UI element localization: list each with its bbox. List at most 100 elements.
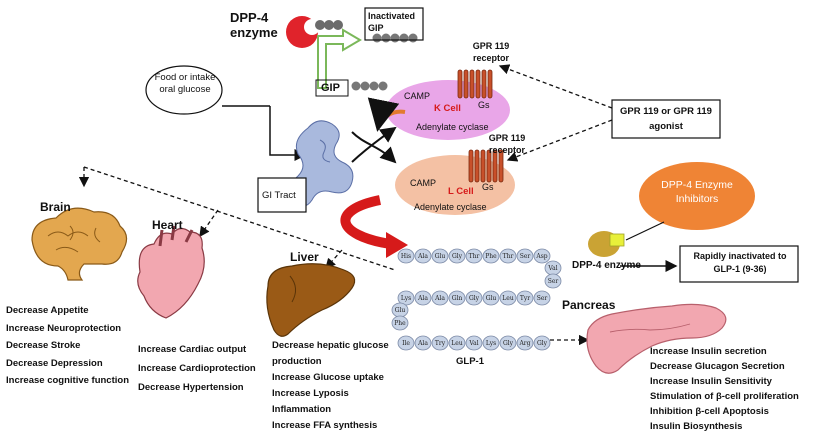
svg-text:Ala: Ala bbox=[434, 295, 445, 302]
svg-text:Ala: Ala bbox=[417, 295, 428, 302]
l-cell-gs: Gs bbox=[482, 182, 494, 192]
brain-effect: Decrease Stroke bbox=[6, 340, 81, 351]
svg-text:Ser: Ser bbox=[548, 278, 559, 285]
heart-icon bbox=[137, 225, 205, 319]
glp1-residue-gln: Gln bbox=[448, 290, 466, 306]
glp1-residue-ala: Ala bbox=[414, 248, 432, 264]
svg-text:Ala: Ala bbox=[417, 340, 428, 347]
rapid-box bbox=[679, 245, 799, 283]
inactivated-gip-chain bbox=[372, 33, 418, 43]
svg-text:Glu: Glu bbox=[435, 253, 446, 260]
brain-effect: Decrease Appetite bbox=[6, 305, 89, 316]
glp1-residue-thr: Thr bbox=[465, 248, 483, 264]
agonist-box bbox=[611, 99, 721, 139]
food-ellipse bbox=[145, 65, 223, 115]
inactivated-gip-box bbox=[364, 7, 424, 41]
svg-text:Ser: Ser bbox=[537, 295, 548, 302]
glp1-residue-ser: Ser bbox=[544, 273, 562, 289]
gi-tract-box bbox=[257, 177, 307, 213]
glp1-label: GLP-1 bbox=[456, 356, 484, 367]
pancreas-effect: Decrease Glucagon Secretion bbox=[650, 361, 785, 372]
glp1-residue-val: Val bbox=[465, 335, 483, 351]
glp1-residue-phe: Phe bbox=[482, 248, 500, 264]
liver-title: Liver bbox=[290, 250, 319, 264]
glp1-residue-leu: Leu bbox=[499, 290, 517, 306]
glp1-residue-gly: Gly bbox=[533, 335, 551, 351]
k-cell-camp: CAMP bbox=[404, 91, 431, 101]
svg-text:Arg: Arg bbox=[518, 340, 530, 347]
inhibitors-label: DPP-4 Enzyme Inhibitors bbox=[661, 179, 733, 205]
liver-effect: Increase Glucose uptake bbox=[272, 372, 384, 383]
svg-text:Tyr: Tyr bbox=[520, 295, 530, 302]
gpr-top-label: GPR 119 receptor bbox=[472, 41, 510, 63]
k-cell-gs: Gs bbox=[478, 100, 490, 110]
svg-text:Gln: Gln bbox=[452, 295, 463, 302]
pancreas-effect: Increase Insulin Sensitivity bbox=[650, 376, 772, 387]
pancreas-effect: Stimulation of β-cell proliferation bbox=[650, 391, 799, 402]
svg-text:Gly: Gly bbox=[469, 295, 480, 302]
svg-text:Gly: Gly bbox=[503, 340, 514, 347]
svg-text:Asp: Asp bbox=[535, 253, 547, 260]
heart-effect: Increase Cardioprotection bbox=[138, 363, 256, 374]
brain-effect: Increase cognitive function bbox=[6, 375, 129, 386]
brain-effects-list: Decrease Appetite Increase Neuroprotecti… bbox=[6, 302, 129, 390]
gpr-mid-label: GPR 119 receptor bbox=[488, 133, 526, 155]
svg-text:Try: Try bbox=[435, 340, 446, 347]
svg-text:Thr: Thr bbox=[469, 253, 480, 260]
glp1-residue-ser: Ser bbox=[516, 248, 534, 264]
liver-effect: Increase FFA synthesis bbox=[272, 420, 378, 431]
pancreas-effect: Inhibition β-cell Apoptosis bbox=[650, 406, 769, 417]
l-cell-camp: CAMP bbox=[410, 178, 437, 188]
glp1-residue-thr: Thr bbox=[499, 248, 517, 264]
pancreas-effects-list: Increase Insulin secretion Decrease Gluc… bbox=[650, 344, 799, 434]
heart-effect: Decrease Hypertension bbox=[138, 382, 244, 393]
svg-text:Lys: Lys bbox=[486, 340, 496, 347]
glp1-residue-ala: Ala bbox=[431, 290, 449, 306]
svg-text:His: His bbox=[401, 253, 411, 260]
dpp4-enzyme-lower-icon bbox=[588, 231, 625, 257]
rapid-label: Rapidly inactivated to GLP-1 (9-36) bbox=[693, 251, 787, 274]
l-cell-name: L Cell bbox=[448, 186, 474, 197]
glp1-residue-gly: Gly bbox=[465, 290, 483, 306]
brain-effect: Increase Neuroprotection bbox=[6, 322, 122, 334]
svg-text:Gly: Gly bbox=[537, 340, 548, 347]
pancreas-title: Pancreas bbox=[562, 298, 616, 312]
dpp4-enzyme-top-label: DPP-4 enzyme bbox=[230, 10, 278, 40]
liver-icon bbox=[266, 263, 356, 337]
svg-text:Val: Val bbox=[547, 265, 557, 272]
glp1-residue-ile: Ile bbox=[397, 335, 415, 351]
liver-effect: Decrease hepatic glucose bbox=[272, 340, 389, 351]
glp1-residue-glu: Glu bbox=[482, 290, 500, 306]
glp1-residue-val: Val bbox=[544, 260, 562, 276]
liver-effect: Increase Lyposis bbox=[272, 388, 349, 399]
glp1-residue-ala: Ala bbox=[414, 335, 432, 351]
gip-box bbox=[315, 79, 349, 97]
glp1-residue-lys: Lys bbox=[397, 290, 415, 306]
food-label: Food or intake oral glucose bbox=[154, 72, 216, 95]
svg-text:Glu: Glu bbox=[395, 307, 406, 314]
l-cell-cyclase: Adenylate cyclase bbox=[414, 202, 487, 212]
inactivated-gip-label: Inactivated GIP bbox=[368, 11, 416, 33]
svg-text:Ser: Ser bbox=[520, 253, 531, 260]
glp1-residue-glu: Glu bbox=[431, 248, 449, 264]
glp1-residue-gly: Gly bbox=[499, 335, 517, 351]
svg-text:Ile: Ile bbox=[402, 340, 410, 347]
svg-text:Glu: Glu bbox=[486, 295, 497, 302]
k-cell-cyclase: Adenylate cyclase bbox=[416, 122, 489, 132]
k-cell-receptor bbox=[457, 69, 493, 99]
svg-text:Lys: Lys bbox=[401, 295, 411, 302]
svg-text:Val: Val bbox=[468, 340, 478, 347]
glp1-residue-arg: Arg bbox=[516, 335, 534, 351]
liver-effect: Inflammation bbox=[272, 404, 332, 415]
l-cell-receptor bbox=[468, 149, 504, 183]
pancreas-icon bbox=[586, 303, 727, 374]
brain-icon bbox=[31, 207, 128, 281]
gi-tract-label: GI Tract bbox=[262, 190, 296, 201]
glp1-residue-gly: Gly bbox=[448, 248, 466, 264]
glp1-residue-lys: Lys bbox=[482, 335, 500, 351]
glp1-residue-phe: Phe bbox=[391, 315, 409, 331]
svg-text:Phe: Phe bbox=[394, 320, 406, 327]
svg-text:Gly: Gly bbox=[452, 253, 463, 260]
